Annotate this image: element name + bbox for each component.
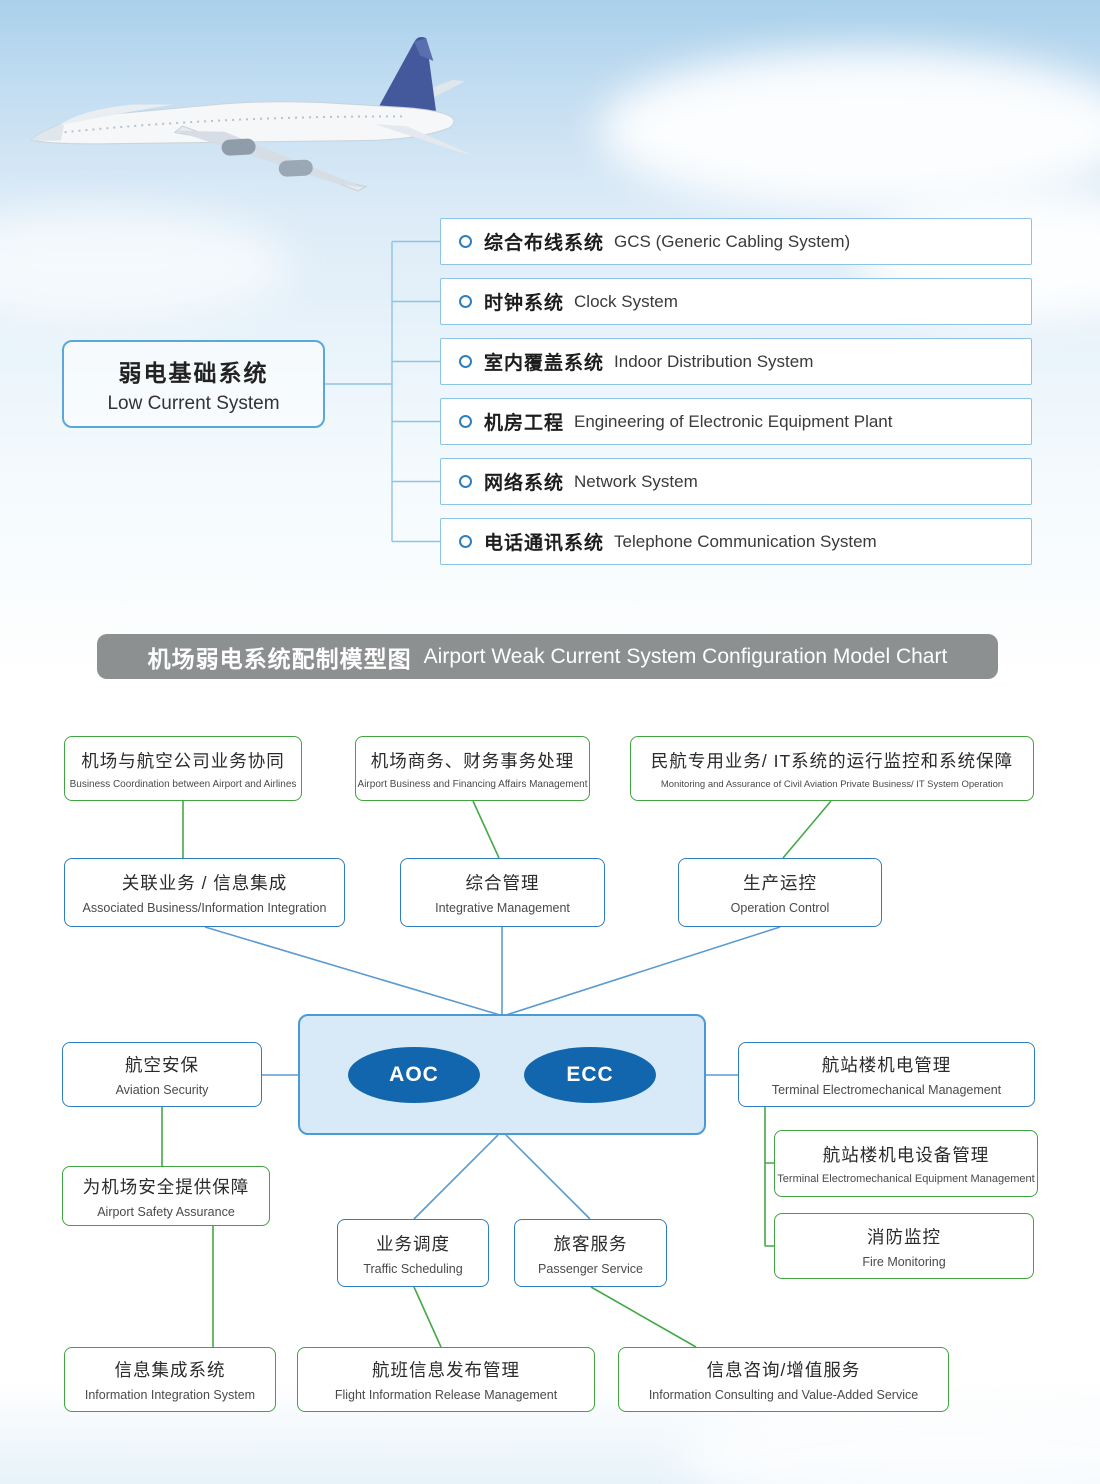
node-airport-business-financing: 机场商务、财务事务处理 Airport Business and Financi… xyxy=(355,736,590,801)
node-label-en: Flight Information Release Management xyxy=(334,1388,558,1402)
node-flight-information-release: 航班信息发布管理 Flight Information Release Mana… xyxy=(297,1347,595,1412)
node-label-en: Information Consulting and Value-Added S… xyxy=(648,1388,919,1402)
node-label-zh: 航站楼机电管理 xyxy=(821,1055,952,1075)
node-label-zh: 航站楼机电设备管理 xyxy=(822,1145,990,1165)
node-information-consulting: 信息咨询/增值服务 Information Consulting and Val… xyxy=(618,1347,949,1412)
node-label-zh: 民航专用业务/ IT系统的运行监控和系统保障 xyxy=(650,750,1014,771)
node-operation-control: 生产运控 Operation Control xyxy=(678,858,882,927)
node-label-en: Traffic Scheduling xyxy=(363,1261,463,1276)
root-label-en: Low Current System xyxy=(107,392,280,414)
tree-item-label-zh: 时钟系统 xyxy=(484,293,565,314)
banner-title-zh: 机场弱电系统配制模型图 xyxy=(147,645,412,672)
tree-item-label-en: Clock System xyxy=(574,291,678,311)
section-banner: 机场弱电系统配制模型图 Airport Weak Current System … xyxy=(97,634,998,679)
tree-item-label-en: GCS (Generic Cabling System) xyxy=(614,231,851,251)
node-label-en: Airport Safety Assurance xyxy=(97,1204,235,1219)
tree-item-label-zh: 网络系统 xyxy=(484,473,565,494)
ecc-node: ECC xyxy=(524,1046,656,1103)
node-label-en: Aviation Security xyxy=(115,1083,209,1097)
aoc-ecc-panel: AOC ECC xyxy=(298,1014,706,1135)
tree-item-label-zh: 电话通讯系统 xyxy=(484,533,605,554)
node-label-zh: 关联业务 / 信息集成 xyxy=(121,873,288,893)
root-label-zh: 弱电基础系统 xyxy=(118,359,269,386)
node-label-en: Monitoring and Assurance of Civil Aviati… xyxy=(660,778,1004,790)
ecc-label: ECC xyxy=(566,1062,614,1086)
aoc-node: AOC xyxy=(348,1046,480,1103)
banner-title-en: Airport Weak Current System Configuratio… xyxy=(423,644,948,668)
node-traffic-scheduling: 业务调度 Traffic Scheduling xyxy=(337,1219,489,1287)
tree-item-indoor-distribution: 室内覆盖系统 Indoor Distribution System xyxy=(440,338,1032,385)
tree-item-label-en: Engineering of Electronic Equipment Plan… xyxy=(574,411,893,431)
tree-item-telephone-communication: 电话通讯系统 Telephone Communication System xyxy=(440,518,1032,565)
node-label-en: Terminal Electromechanical Management xyxy=(771,1083,1002,1097)
tree-item-label-zh: 机房工程 xyxy=(484,413,565,434)
node-terminal-em-equipment-management: 航站楼机电设备管理 Terminal Electromechanical Equ… xyxy=(774,1130,1038,1197)
node-associated-business: 关联业务 / 信息集成 Associated Business/Informat… xyxy=(64,858,345,927)
tree-item-label-en: Indoor Distribution System xyxy=(614,351,814,371)
node-label-en: Operation Control xyxy=(730,901,830,915)
node-label-en: Terminal Electromechanical Equipment Man… xyxy=(777,1173,1035,1185)
circle-bullet-icon xyxy=(459,355,472,368)
node-label-zh: 航班信息发布管理 xyxy=(372,1360,520,1380)
tree-item-label-en: Network System xyxy=(574,471,698,491)
node-integrative-management: 综合管理 Integrative Management xyxy=(400,858,605,927)
tree-item-label-zh: 室内覆盖系统 xyxy=(484,353,605,374)
node-label-zh: 生产运控 xyxy=(743,873,817,893)
circle-bullet-icon xyxy=(459,475,472,488)
circle-bullet-icon xyxy=(459,415,472,428)
node-aviation-security: 航空安保 Aviation Security xyxy=(62,1042,262,1107)
node-label-zh: 旅客服务 xyxy=(553,1233,628,1254)
node-information-integration-system: 信息集成系统 Information Integration System xyxy=(64,1347,276,1412)
node-label-zh: 为机场安全提供保障 xyxy=(82,1176,250,1197)
node-terminal-em-management: 航站楼机电管理 Terminal Electromechanical Manag… xyxy=(738,1042,1035,1107)
airplane-image xyxy=(29,37,473,192)
node-passenger-service: 旅客服务 Passenger Service xyxy=(514,1219,667,1287)
circle-bullet-icon xyxy=(459,295,472,308)
tree-item-label-zh: 综合布线系统 xyxy=(484,233,605,254)
tree-item-clock-system: 时钟系统 Clock System xyxy=(440,278,1032,325)
node-label-zh: 综合管理 xyxy=(465,873,540,893)
node-civil-aviation-monitoring: 民航专用业务/ IT系统的运行监控和系统保障 Monitoring and As… xyxy=(630,736,1034,801)
low-current-system-box: 弱电基础系统 Low Current System xyxy=(62,340,325,428)
node-label-en: Integrative Management xyxy=(435,901,570,915)
node-label-zh: 信息集成系统 xyxy=(114,1360,226,1380)
node-label-zh: 机场商务、财务事务处理 xyxy=(370,750,575,771)
circle-bullet-icon xyxy=(459,235,472,248)
node-label-en: Passenger Service xyxy=(538,1261,643,1276)
tree-item-generic-cabling: 综合布线系统 GCS (Generic Cabling System) xyxy=(440,218,1032,265)
node-label-en: Information Integration System xyxy=(84,1388,256,1402)
node-label-en: Airport Business and Financing Affairs M… xyxy=(357,778,588,790)
node-label-zh: 业务调度 xyxy=(376,1233,450,1254)
node-label-zh: 信息咨询/增值服务 xyxy=(706,1360,861,1380)
tree-item-label-en: Telephone Communication System xyxy=(614,531,877,551)
circle-bullet-icon xyxy=(459,535,472,548)
node-label-zh: 机场与航空公司业务协同 xyxy=(81,750,285,771)
node-business-coordination: 机场与航空公司业务协同 Business Coordination betwee… xyxy=(64,736,302,801)
node-label-zh: 消防监控 xyxy=(867,1226,941,1247)
node-fire-monitoring: 消防监控 Fire Monitoring xyxy=(774,1213,1034,1279)
tree-item-equipment-plant-engineering: 机房工程 Engineering of Electronic Equipment… xyxy=(440,398,1032,445)
cloud xyxy=(600,50,1100,210)
node-label-zh: 航空安保 xyxy=(125,1055,199,1075)
node-label-en: Associated Business/Information Integrat… xyxy=(82,901,327,915)
tree-item-network-system: 网络系统 Network System xyxy=(440,458,1032,505)
node-label-en: Fire Monitoring xyxy=(862,1254,946,1269)
node-label-en: Business Coordination between Airport an… xyxy=(69,778,297,790)
aoc-label: AOC xyxy=(389,1062,439,1086)
node-airport-safety-assurance: 为机场安全提供保障 Airport Safety Assurance xyxy=(62,1166,270,1226)
